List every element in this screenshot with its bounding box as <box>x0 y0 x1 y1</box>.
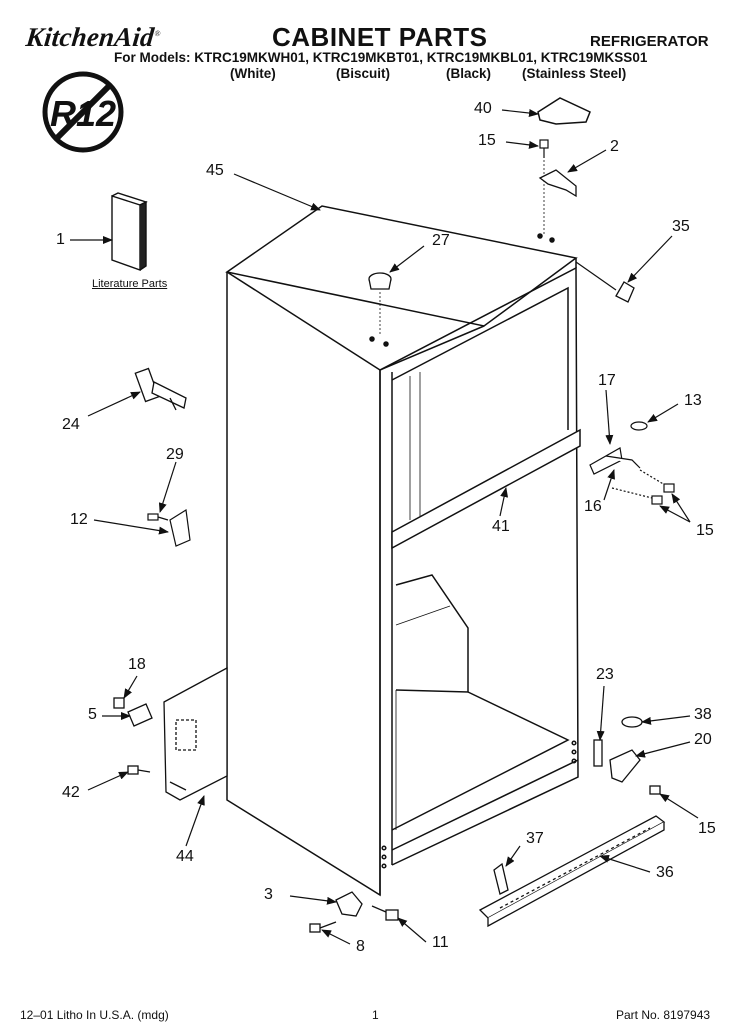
callout-8: 8 <box>356 938 365 955</box>
callout-41: 41 <box>492 518 510 535</box>
callout-2: 2 <box>610 138 619 155</box>
callout-27: 27 <box>432 232 450 249</box>
part-12-bracket <box>147 508 191 547</box>
part-35 <box>615 281 635 303</box>
callout-17: 17 <box>598 372 616 389</box>
callout-40: 40 <box>474 100 492 117</box>
callout-35: 35 <box>672 218 690 235</box>
lower-left-hinge-bracket <box>113 666 228 801</box>
screw-part <box>539 139 549 158</box>
finish-stainless: (Stainless Steel) <box>522 66 627 81</box>
footer-page-number: 1 <box>372 1008 379 1022</box>
callout-29: 29 <box>166 446 184 463</box>
r12-prohibited-badge: R12 <box>42 71 124 153</box>
callout-16: 16 <box>584 498 602 515</box>
callout-38: 38 <box>694 706 712 723</box>
callout-11: 11 <box>432 934 449 951</box>
grille-clip <box>493 862 509 895</box>
callout-leaders <box>70 109 699 945</box>
model-list: For Models: KTRC19MKWH01, KTRC19MKBT01, … <box>114 50 648 65</box>
callout-1: 1 <box>56 231 65 248</box>
callout-3: 3 <box>264 886 273 903</box>
bottom-right-hinge <box>593 716 661 795</box>
callout-24: 24 <box>62 416 80 433</box>
callout-37: 37 <box>526 830 544 847</box>
callout-44: 44 <box>176 848 194 865</box>
footer-part-number: Part No. 8197943 <box>616 1008 711 1022</box>
leveling-parts <box>309 891 399 933</box>
callout-45: 45 <box>206 162 224 179</box>
hinge-cover-part <box>537 97 591 125</box>
page-title: CABINET PARTS <box>272 22 488 52</box>
appliance-type: REFRIGERATOR <box>590 33 709 50</box>
callout-13: 13 <box>684 392 702 409</box>
callout-15-bottom: 15 <box>698 820 716 837</box>
callout-36: 36 <box>656 864 674 881</box>
finish-biscuit: (Biscuit) <box>336 66 390 81</box>
callout-20: 20 <box>694 731 712 748</box>
callout-12: 12 <box>70 511 88 528</box>
callout-15-mid: 15 <box>696 522 714 539</box>
top-hinge-part <box>538 169 577 198</box>
literature-booklet-icon <box>111 192 148 271</box>
plug-part <box>368 272 392 290</box>
callout-18: 18 <box>128 656 146 673</box>
center-hinge-assembly <box>589 421 675 505</box>
callout-15-top: 15 <box>478 132 496 149</box>
refrigerator-cabinet <box>225 205 581 897</box>
callout-23: 23 <box>596 666 614 683</box>
finish-white: (White) <box>230 66 276 81</box>
part-24 <box>134 367 187 411</box>
callout-42: 42 <box>62 784 80 801</box>
literature-parts-label: Literature Parts <box>92 278 168 290</box>
footer-print-info: 12–01 Litho In U.S.A. (mdg) <box>20 1008 169 1022</box>
finish-black: (Black) <box>446 66 492 81</box>
callout-5: 5 <box>88 706 97 723</box>
base-grille <box>478 815 666 928</box>
